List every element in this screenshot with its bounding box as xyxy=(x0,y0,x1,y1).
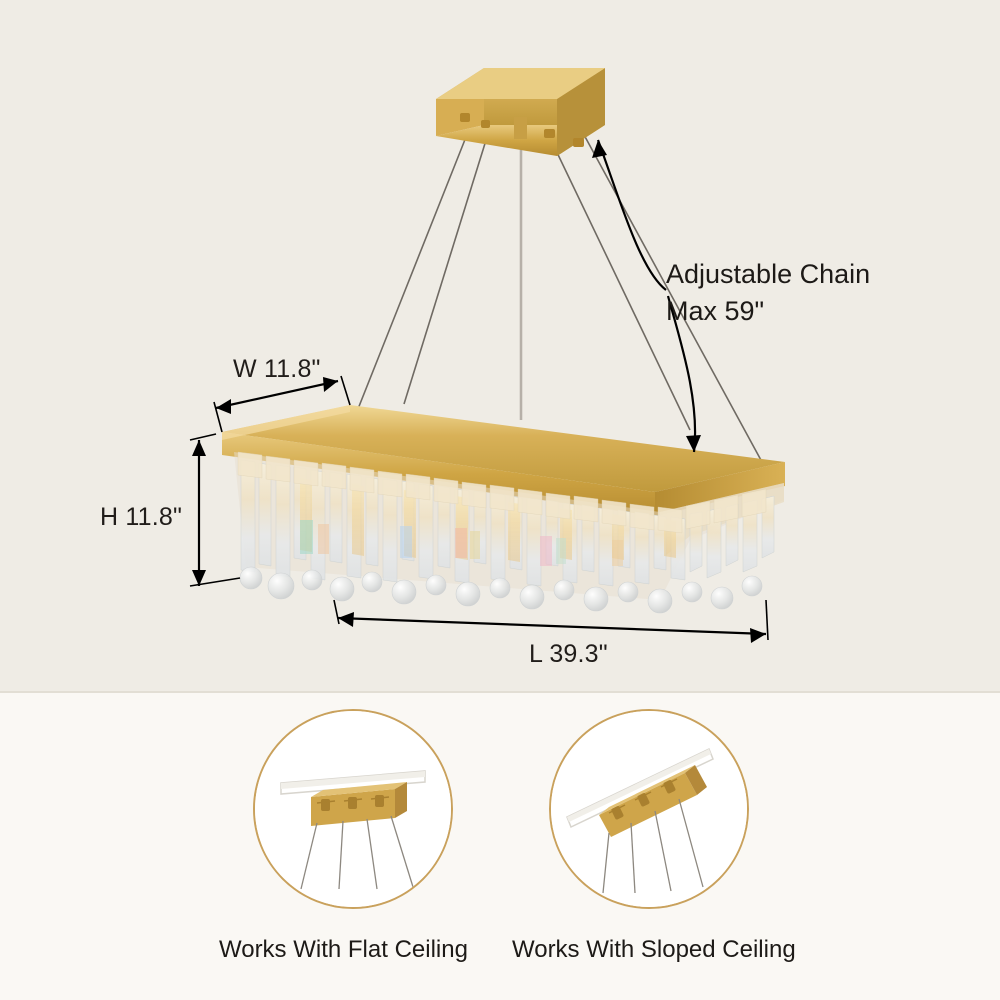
top-panel xyxy=(0,0,1000,692)
sloped-ceiling-diagram xyxy=(551,711,747,907)
flat-ceiling-diagram xyxy=(255,711,451,907)
height-label: H 11.8" xyxy=(100,503,183,531)
sloped-ceiling-caption: Works With Sloped Ceiling xyxy=(512,936,796,963)
length-label: L 39.3" xyxy=(529,640,608,668)
flat-ceiling-illustration xyxy=(253,709,453,909)
adjustable-chain-annotation: Adjustable Chain Max 59" xyxy=(666,256,870,330)
flat-ceiling-caption: Works With Flat Ceiling xyxy=(219,936,468,963)
bottom-panel xyxy=(0,692,1000,1000)
adjustable-chain-line2: Max 59" xyxy=(666,296,765,326)
adjustable-chain-line1: Adjustable Chain xyxy=(666,259,871,289)
panel-divider xyxy=(0,691,1000,693)
width-label: W 11.8" xyxy=(233,355,321,383)
sloped-ceiling-illustration xyxy=(549,709,749,909)
